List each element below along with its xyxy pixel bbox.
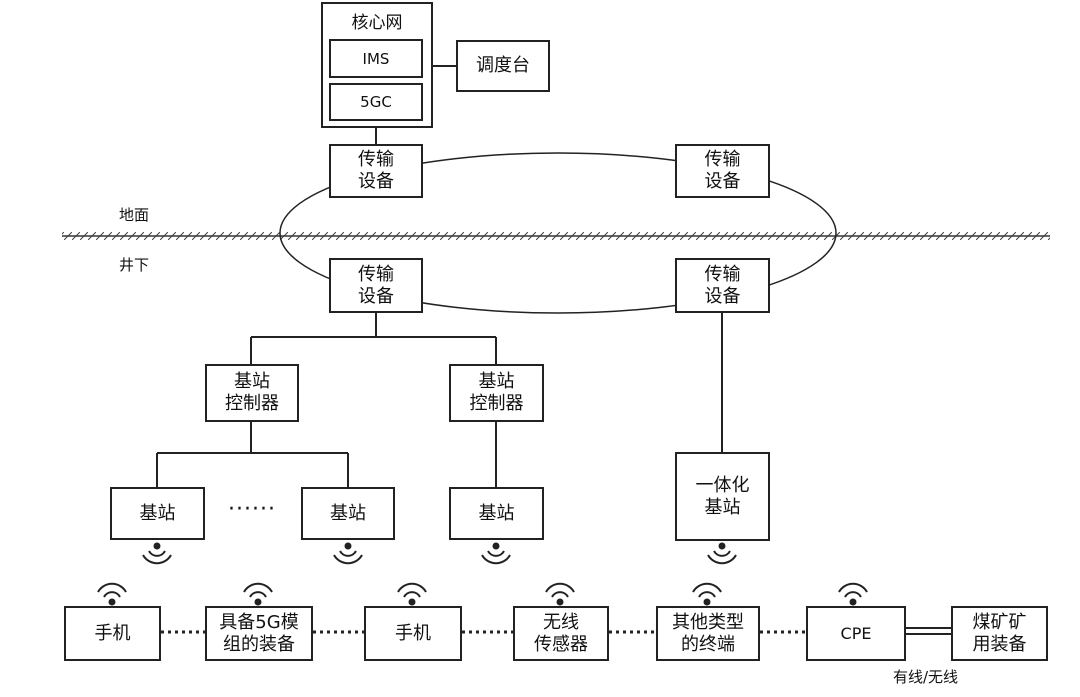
base-station-2: 基站	[301, 487, 395, 540]
base-station-3: 基站	[449, 487, 544, 540]
terminal-phone-2: 手机	[364, 606, 462, 661]
terminal-cpe: CPE	[806, 606, 906, 661]
dispatch-console-box: 调度台	[456, 40, 550, 92]
ground-line	[62, 232, 1050, 240]
signal-receive-5g-equipment	[243, 582, 273, 606]
signal-broadcast-integrated	[707, 542, 737, 565]
signal-broadcast-bs1	[142, 542, 172, 565]
transmission-bottom-left: 传输 设备	[329, 258, 423, 313]
tree-controller-basestations	[156, 422, 349, 487]
transmission-top-left: 传输 设备	[329, 144, 423, 198]
signal-receive-phone-1	[97, 582, 127, 606]
dispatch-console-label: 调度台	[476, 55, 530, 76]
signal-broadcast-bs3	[481, 542, 511, 565]
terminal-5g-equipment: 具备5G模 组的装备	[205, 606, 313, 661]
signal-broadcast-bs2	[333, 542, 363, 565]
transmission-top-right: 传输 设备	[675, 144, 770, 198]
integrated-base-station: 一体化 基站	[675, 452, 770, 541]
wired-wireless-label: 有线/无线	[893, 668, 959, 686]
underground-zone-label: 井下	[119, 256, 150, 274]
signal-receive-phone-2	[397, 582, 427, 606]
terminal-mining-equipment: 煤矿矿 用装备	[951, 606, 1048, 661]
signal-receive-cpe	[838, 582, 868, 606]
ims-box: IMS	[329, 39, 423, 78]
fivegc-box: 5GC	[329, 83, 423, 121]
ims-label: IMS	[362, 49, 390, 68]
terminal-phone-1: 手机	[64, 606, 161, 661]
signal-receive-sensor	[545, 582, 575, 606]
fivegc-label: 5GC	[360, 93, 392, 111]
transmission-ring	[279, 152, 837, 314]
terminal-other: 其他类型 的终端	[656, 606, 760, 661]
signal-receive-other-terminal	[692, 582, 722, 606]
controller-right: 基站 控制器	[449, 364, 544, 422]
tree-transmission-controllers	[250, 313, 497, 364]
core-network-title: 核心网	[351, 13, 403, 33]
controller-left: 基站 控制器	[205, 364, 299, 422]
transmission-bottom-right: 传输 设备	[675, 258, 770, 313]
base-station-ellipsis: ······	[228, 497, 276, 522]
base-station-1: 基站	[110, 487, 205, 540]
terminal-wireless-sensor: 无线 传感器	[513, 606, 609, 661]
ground-zone-label: 地面	[119, 206, 150, 224]
link-cpe-equipment	[906, 627, 951, 635]
